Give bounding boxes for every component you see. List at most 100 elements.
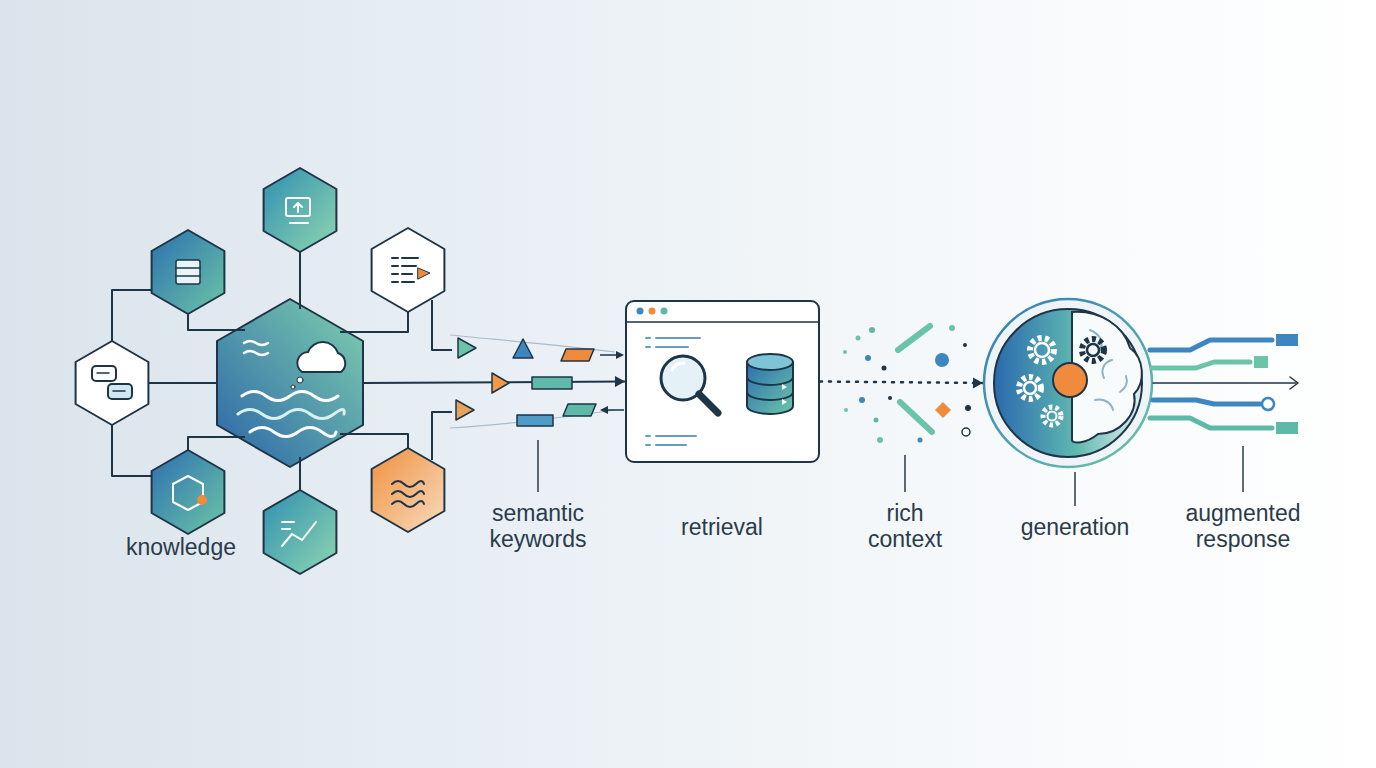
- ai-core-icon: [1082, 339, 1104, 361]
- search-window-icon: [747, 362, 793, 414]
- search-window-icon: [747, 354, 793, 370]
- leader-line: [538, 440, 1243, 506]
- knowledge-hexagon: [152, 230, 225, 314]
- search-window-icon: [637, 308, 644, 315]
- keyword-token: [450, 410, 615, 428]
- context-particle: [859, 397, 865, 403]
- hexagon-icon: [92, 366, 116, 381]
- output-label: augmented response: [1168, 500, 1318, 552]
- keyword-token: [561, 349, 594, 361]
- ocean-icon: [238, 410, 344, 419]
- context-particle: [963, 343, 967, 347]
- context-particle: [888, 396, 892, 400]
- response-stream: [1290, 377, 1298, 389]
- ai-core-icon: [1035, 343, 1049, 357]
- ocean-icon: [297, 377, 303, 383]
- response-stream: [1152, 362, 1250, 368]
- ocean-icon: [250, 428, 336, 437]
- keyword-token: [563, 404, 596, 416]
- keyword-token: [458, 338, 476, 358]
- search-window-icon: [646, 436, 696, 445]
- context-particle: [918, 438, 923, 443]
- cluster-wire: [340, 434, 408, 448]
- ai-core-icon: [1043, 407, 1061, 425]
- response-stream: [1262, 398, 1274, 410]
- cluster-wire: [112, 290, 151, 341]
- hexagon-icon: [294, 203, 302, 212]
- ocean-icon: [242, 392, 338, 401]
- leader-line: [904, 455, 906, 492]
- hexagon-icon: [173, 476, 203, 510]
- hexagon-icon: [108, 384, 132, 399]
- response-stream: [1276, 334, 1298, 346]
- response-stream: [1153, 382, 1296, 384]
- ai-core-icon: [1090, 330, 1127, 410]
- hexagon-icon: [282, 522, 316, 546]
- search-window-icon: [646, 338, 700, 347]
- cluster-wire: [112, 252, 452, 490]
- context-particle: [843, 325, 971, 443]
- cluster-wire: [299, 252, 301, 309]
- edge-label: semantic keywords: [473, 500, 603, 552]
- keyword-token: [532, 377, 572, 389]
- knowledge-hexagon: [372, 448, 445, 532]
- response-stream: [1150, 418, 1272, 428]
- response-stream: [1150, 334, 1298, 434]
- arrowhead: [973, 377, 983, 388]
- leader-line: [1074, 472, 1076, 506]
- search-window-icon: [672, 363, 684, 370]
- ai-core-icon: [1048, 412, 1057, 421]
- keyword-token: [513, 339, 533, 358]
- context-particle: [935, 402, 951, 418]
- keyword-token: [450, 335, 615, 428]
- node-label: generation: [985, 514, 1165, 540]
- search-window-icon: [661, 308, 668, 315]
- ai-core-icon: [994, 309, 1142, 457]
- ai-core-icon: [1019, 377, 1041, 399]
- context-particle: [869, 327, 875, 333]
- context-particle: [865, 355, 871, 361]
- hexagon-icon: [392, 481, 424, 507]
- ai-core-icon: [1087, 344, 1099, 356]
- search-window-icon: [747, 377, 793, 400]
- hexagon-icon: [97, 373, 125, 391]
- flow-arrow: [600, 354, 618, 356]
- context-particle: [935, 353, 949, 367]
- ocean-icon: [297, 342, 345, 372]
- keyword-token: [517, 415, 553, 426]
- flow-connector: [363, 382, 625, 384]
- context-particle: [900, 402, 932, 432]
- cluster-wire: [299, 457, 301, 490]
- leader-line: [537, 440, 539, 492]
- cluster-wire: [148, 382, 218, 384]
- keyword-token: [450, 335, 615, 352]
- cluster-wire: [432, 300, 452, 350]
- retrieval-window: retrieval: [625, 300, 820, 463]
- hexagon-icon: [392, 258, 418, 282]
- hexagon-icon: [176, 260, 200, 284]
- context-particle: [844, 408, 848, 412]
- knowledge-hexagon-outline: [217, 299, 363, 467]
- context-particle: [965, 405, 971, 411]
- generation-circle-outline: [983, 298, 1153, 468]
- retrieval-window-outline: [625, 300, 820, 463]
- ai-core-icon: [1024, 382, 1036, 394]
- context-particle: [843, 350, 847, 354]
- node-label: knowledge: [91, 534, 271, 560]
- ai-core-icon: [994, 309, 1142, 457]
- flow-arrow: [616, 351, 624, 359]
- search-window-icon: [661, 356, 705, 400]
- knowledge-hexagon: [76, 168, 445, 574]
- ocean-icon: [244, 341, 268, 355]
- context-particle: [877, 437, 883, 443]
- knowledge-hexagon: [264, 490, 337, 574]
- search-window-icon: [626, 321, 819, 323]
- hexagon-icon: [290, 222, 308, 224]
- response-stream: [1254, 356, 1268, 368]
- search-window-icon: [649, 308, 656, 315]
- node-label: retrieval: [642, 514, 802, 540]
- flow-arrow: [600, 406, 608, 414]
- context-particle: [882, 366, 887, 371]
- flow-connector: [820, 382, 983, 384]
